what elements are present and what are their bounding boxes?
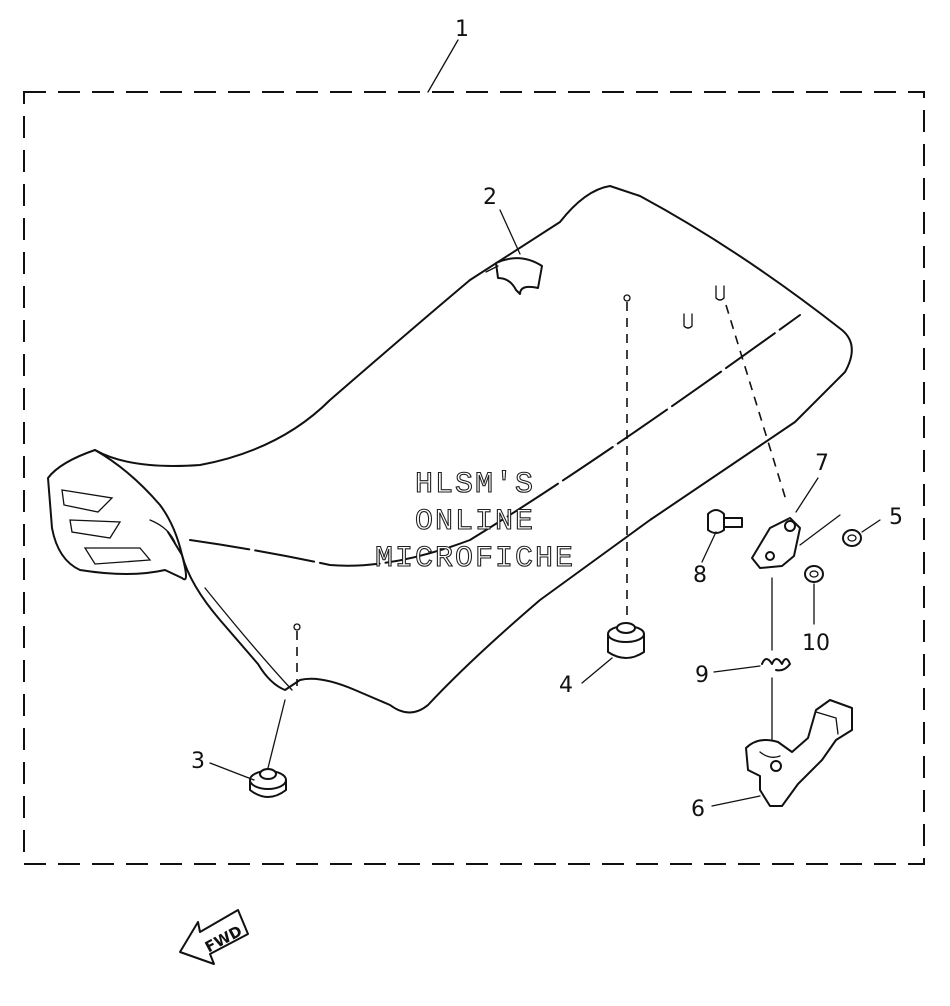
callout-7: 7	[815, 451, 829, 476]
fwd-arrow-icon: FWD	[179, 909, 249, 965]
leader-7	[795, 477, 819, 513]
leader-5	[861, 519, 881, 533]
part-7-bracket	[751, 517, 801, 569]
part-10-nut	[804, 565, 824, 583]
callout-3: 3	[191, 749, 205, 774]
guide-line-7	[725, 304, 787, 501]
assembly-boundary	[23, 91, 925, 865]
part-8-bolt	[707, 509, 743, 534]
guide-line-5	[799, 514, 841, 546]
watermark-line-3: MICROFICHE	[375, 542, 575, 576]
part-3-damper	[249, 768, 287, 798]
part-9-spring	[761, 658, 791, 672]
callout-8: 8	[693, 563, 707, 588]
seat-drawing	[47, 185, 853, 714]
callout-2: 2	[483, 185, 497, 210]
leader-6	[711, 795, 761, 807]
callout-1: 1	[455, 17, 469, 42]
part-4-damper	[607, 622, 645, 659]
watermark-line-1: HLSM'S	[415, 468, 535, 502]
leader-8	[701, 531, 717, 563]
callout-5: 5	[889, 505, 903, 530]
callout-10: 10	[802, 631, 830, 656]
guide-line-3b	[267, 699, 286, 769]
watermark-line-2: ONLINE	[415, 505, 535, 539]
callout-4: 4	[559, 673, 573, 698]
callout-9: 9	[695, 663, 709, 688]
callout-6: 6	[691, 797, 705, 822]
part-6-lock-lever	[745, 699, 853, 807]
leader-4	[581, 657, 613, 684]
leader-9	[713, 665, 761, 673]
part-5-nut	[842, 529, 862, 547]
leader-2	[499, 209, 521, 255]
leader-1	[427, 39, 459, 93]
leader-3	[209, 762, 255, 781]
